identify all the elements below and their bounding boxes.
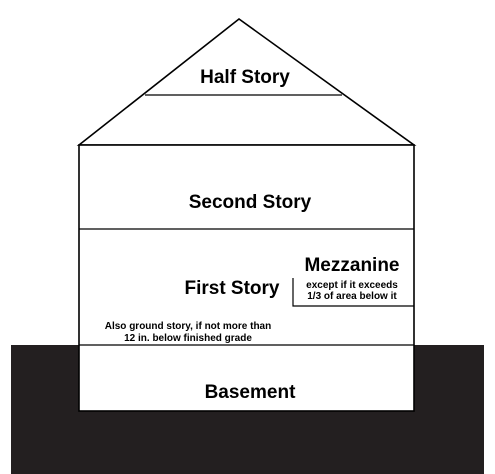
mezzanine-title: Mezzanine <box>304 255 399 276</box>
half-story-label: Half Story <box>200 67 290 88</box>
ground-story-note-line-2: 12 in. below finished grade <box>124 333 252 344</box>
mezzanine-note-line-2: 1/3 of area below it <box>307 291 397 302</box>
basement-label: Basement <box>205 382 296 403</box>
house-body <box>78 144 415 412</box>
second-story-label: Second Story <box>189 192 312 213</box>
mezzanine-outline <box>292 278 414 307</box>
ground-story-note-line-1: Also ground story, if not more than <box>105 321 271 332</box>
mezzanine-note-line-1: except if it exceeds <box>306 280 398 291</box>
first-story-label: First Story <box>184 278 279 299</box>
